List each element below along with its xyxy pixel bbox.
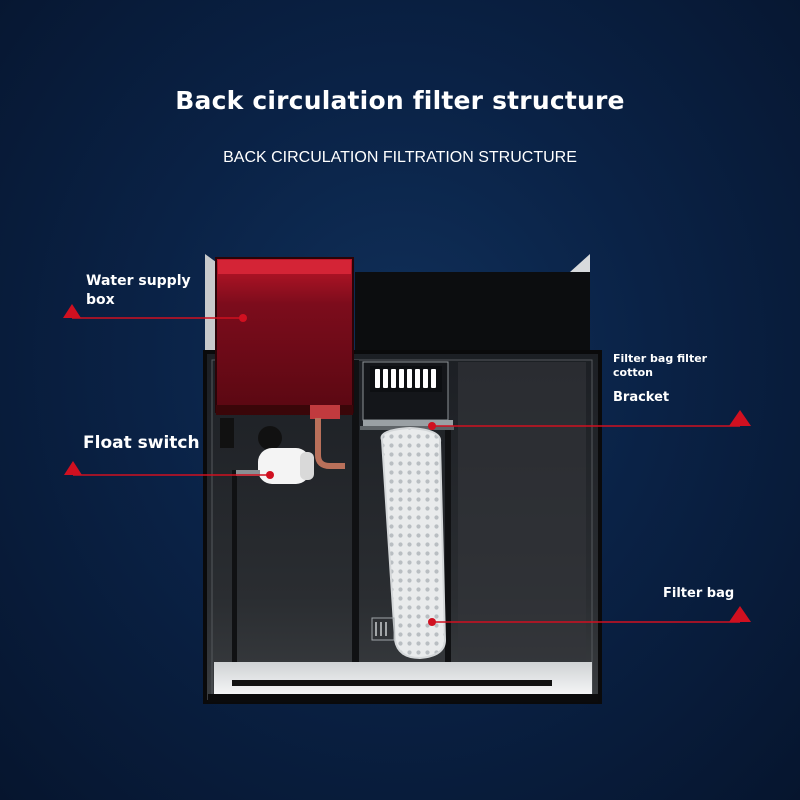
tank-back-panel [205,254,590,352]
callout-filter-bag [428,606,751,626]
water-supply-box [215,257,354,415]
bracket [360,361,454,430]
page-subtitle: BACK CIRCULATION FILTRATION STRUCTURE [223,149,577,166]
label-bracket: Bracket [613,390,670,405]
callout-float-switch [64,461,274,479]
page-title: Back circulation filter structure [175,86,625,115]
pipe-fittings [220,405,345,469]
label-water-supply-box: Water supply box [86,273,191,308]
filter-bag [371,426,447,660]
label-float-switch: Float switch [83,433,200,453]
label-filter-bag-filter-cotton: Filter bag filter cotton [613,352,708,379]
callout-water-supply-box [63,304,247,322]
callout-bracket [428,410,751,430]
label-filter-bag: Filter bag [663,586,735,601]
